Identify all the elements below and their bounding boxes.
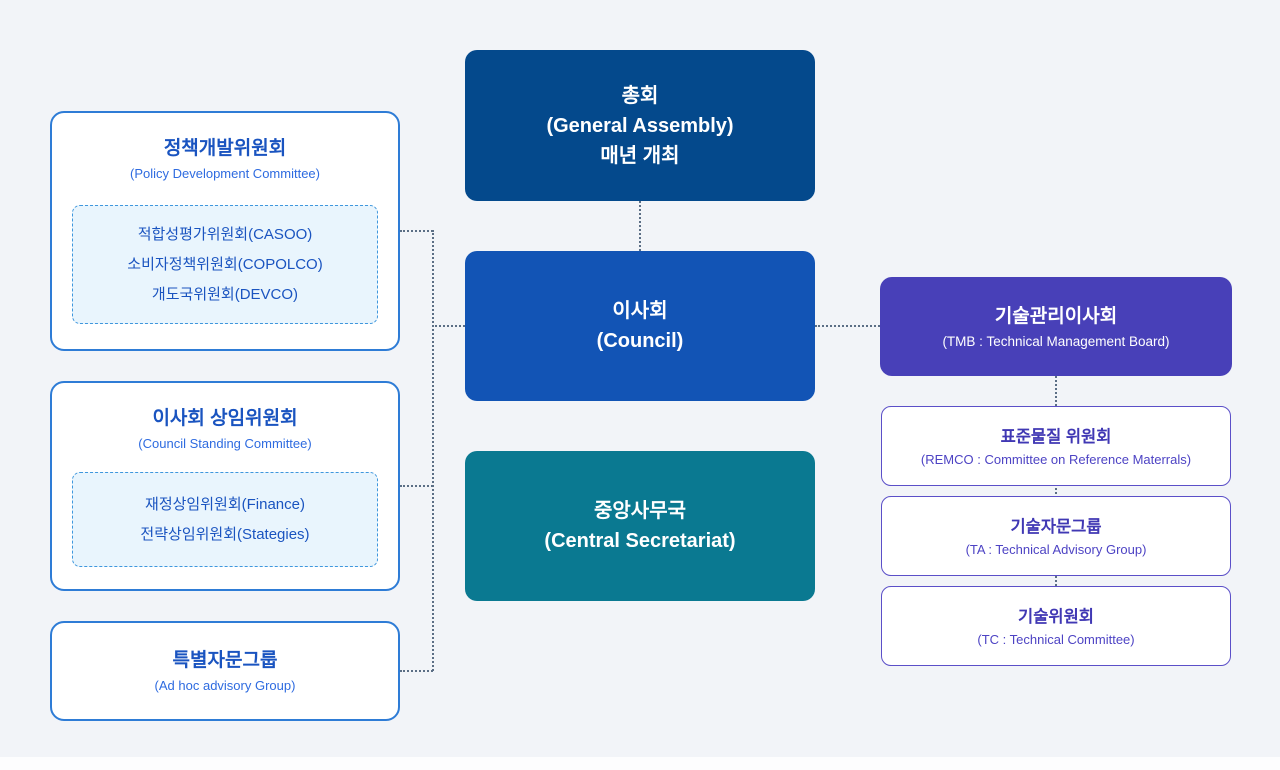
- central-secretariat-title: 중앙사무국: [594, 500, 686, 522]
- tmb-subtitle: (TMB : Technical Management Board): [942, 333, 1170, 349]
- connector-spine-to-council: [432, 325, 465, 327]
- subcommittee-finance: 재정상임위원회(Finance): [145, 495, 305, 513]
- tmb-box: 기술관리이사회 (TMB : Technical Management Boar…: [880, 277, 1232, 376]
- connector-left-spine: [432, 230, 434, 671]
- subcommittee-casoo: 적합성평가위원회(CASOO): [137, 225, 313, 243]
- policy-development-box: 정책개발위원회 (Policy Development Committee) 적…: [50, 111, 400, 351]
- remco-subtitle: (REMCO : Committee on Reference Materral…: [920, 451, 1192, 467]
- tc-subtitle: (TC : Technical Committee): [977, 631, 1135, 647]
- connector-council-standing-stub: [400, 485, 433, 487]
- central-secretariat-subtitle: (Central Secretariat): [544, 530, 736, 552]
- council-box: 이사회 (Council): [465, 251, 815, 401]
- tmb-title: 기술관리이사회: [994, 305, 1118, 327]
- connector-assembly-to-council: [639, 201, 641, 251]
- subcommittee-copolco: 소비자정책위원회(COPOLCO): [127, 255, 323, 273]
- connector-policy-development-stub: [400, 230, 433, 232]
- ad-hoc-advisory-subtitle: (Ad hoc advisory Group): [154, 678, 296, 693]
- council-subtitle: (Council): [596, 330, 684, 352]
- bottom-white-strip: [0, 757, 1280, 770]
- connector-ad-hoc-stub: [400, 670, 433, 672]
- council-standing-subtitle: (Council Standing Committee): [138, 436, 312, 451]
- ta-title: 기술자문그룹: [1010, 517, 1102, 536]
- remco-title: 표준물질 위원회: [1000, 427, 1112, 446]
- remco-box: 표준물질 위원회 (REMCO : Committee on Reference…: [881, 406, 1231, 486]
- council-title: 이사회: [612, 300, 668, 322]
- general-assembly-title: 총회: [621, 84, 659, 107]
- policy-development-subcommittees-panel: 적합성평가위원회(CASOO) 소비자정책위원회(COPOLCO) 개도국위원회…: [72, 205, 378, 324]
- ta-subtitle: (TA : Technical Advisory Group): [965, 541, 1147, 557]
- general-assembly-subtitle: (General Assembly): [546, 114, 734, 137]
- policy-development-title: 정책개발위원회: [163, 138, 287, 159]
- ad-hoc-advisory-title: 특별자문그룹: [172, 650, 278, 671]
- council-standing-box: 이사회 상임위원회 (Council Standing Committee) 재…: [50, 381, 400, 591]
- connector-council-to-tmb: [815, 325, 880, 327]
- policy-development-subtitle: (Policy Development Committee): [129, 166, 320, 181]
- council-standing-title: 이사회 상임위원회: [152, 408, 298, 429]
- ta-box: 기술자문그룹 (TA : Technical Advisory Group): [881, 496, 1231, 576]
- general-assembly-note: 매년 개최: [600, 144, 680, 167]
- tc-box: 기술위원회 (TC : Technical Committee): [881, 586, 1231, 666]
- subcommittee-devco: 개도국위원회(DEVCO): [151, 285, 299, 303]
- council-standing-subcommittees-panel: 재정상임위원회(Finance) 전략상임위원회(Stategies): [72, 472, 378, 567]
- ad-hoc-advisory-box: 특별자문그룹 (Ad hoc advisory Group): [50, 621, 400, 721]
- tc-title: 기술위원회: [1018, 607, 1094, 626]
- general-assembly-box: 총회 (General Assembly) 매년 개최: [465, 50, 815, 201]
- central-secretariat-box: 중앙사무국 (Central Secretariat): [465, 451, 815, 601]
- subcommittee-strategies: 전략상임위원회(Stategies): [140, 525, 310, 543]
